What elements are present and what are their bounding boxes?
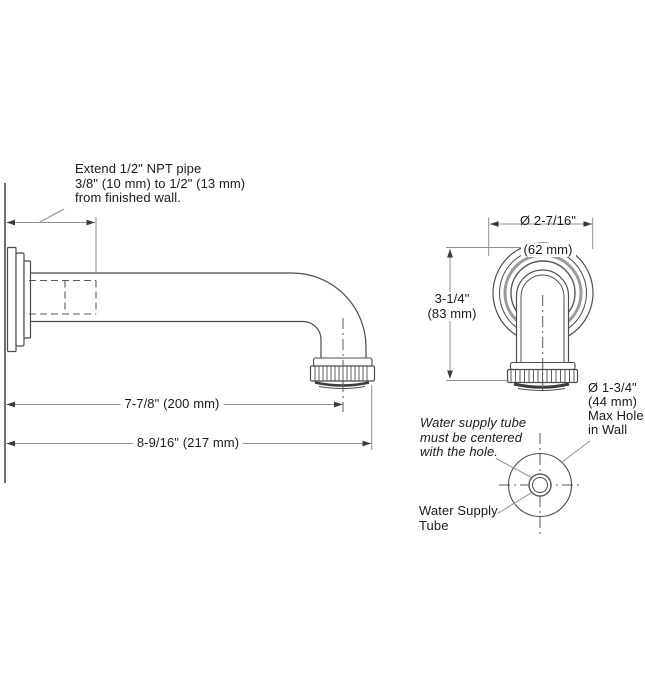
wall-hole-detail bbox=[495, 433, 591, 534]
dim-label-flange-height: 3-1/4" (83 mm) bbox=[425, 291, 479, 321]
aerator-nut-front-view bbox=[506, 361, 579, 391]
knurl-texture-front bbox=[510, 370, 575, 382]
centering-note-leader-line bbox=[495, 458, 532, 478]
hidden-npt-pipe-dashed bbox=[29, 279, 97, 315]
max-hole-circle bbox=[507, 452, 573, 518]
npt-note-leader-line bbox=[38, 208, 65, 223]
escutcheon-side-view bbox=[6, 246, 32, 353]
max-hole-in-wall-label: Ø 1-3/4" (44 mm) Max Hole in Wall bbox=[588, 380, 644, 437]
dim-flange-diameter-mm: (62 mm) bbox=[520, 242, 576, 257]
dimension-flange-diameter bbox=[488, 217, 594, 256]
supply-tube-inner-circle bbox=[532, 477, 548, 493]
dimension-extend-pipe bbox=[6, 208, 97, 272]
knurl-texture-side bbox=[314, 366, 368, 381]
max-hole-leader-line bbox=[561, 440, 591, 463]
spout-side-view bbox=[30, 272, 367, 362]
water-supply-tube-label: Water Supply Tube bbox=[419, 503, 498, 533]
dim-label-flange-diameter: Ø 2-7/16" (62 mm) bbox=[520, 199, 576, 257]
supply-tube-leader-line bbox=[497, 492, 532, 514]
dim-label-spout-length: 7-7/8" (200 mm) bbox=[120, 396, 224, 412]
supply-tube-centering-note: Water supply tube must be centered with … bbox=[420, 415, 527, 459]
dim-label-overall-length: 8-9/16" (217 mm) bbox=[132, 435, 244, 451]
dim-flange-diameter-value: Ø 2-7/16" bbox=[519, 212, 577, 228]
npt-pipe-note: Extend 1/2" NPT pipe 3/8" (10 mm) to 1/2… bbox=[75, 161, 246, 205]
